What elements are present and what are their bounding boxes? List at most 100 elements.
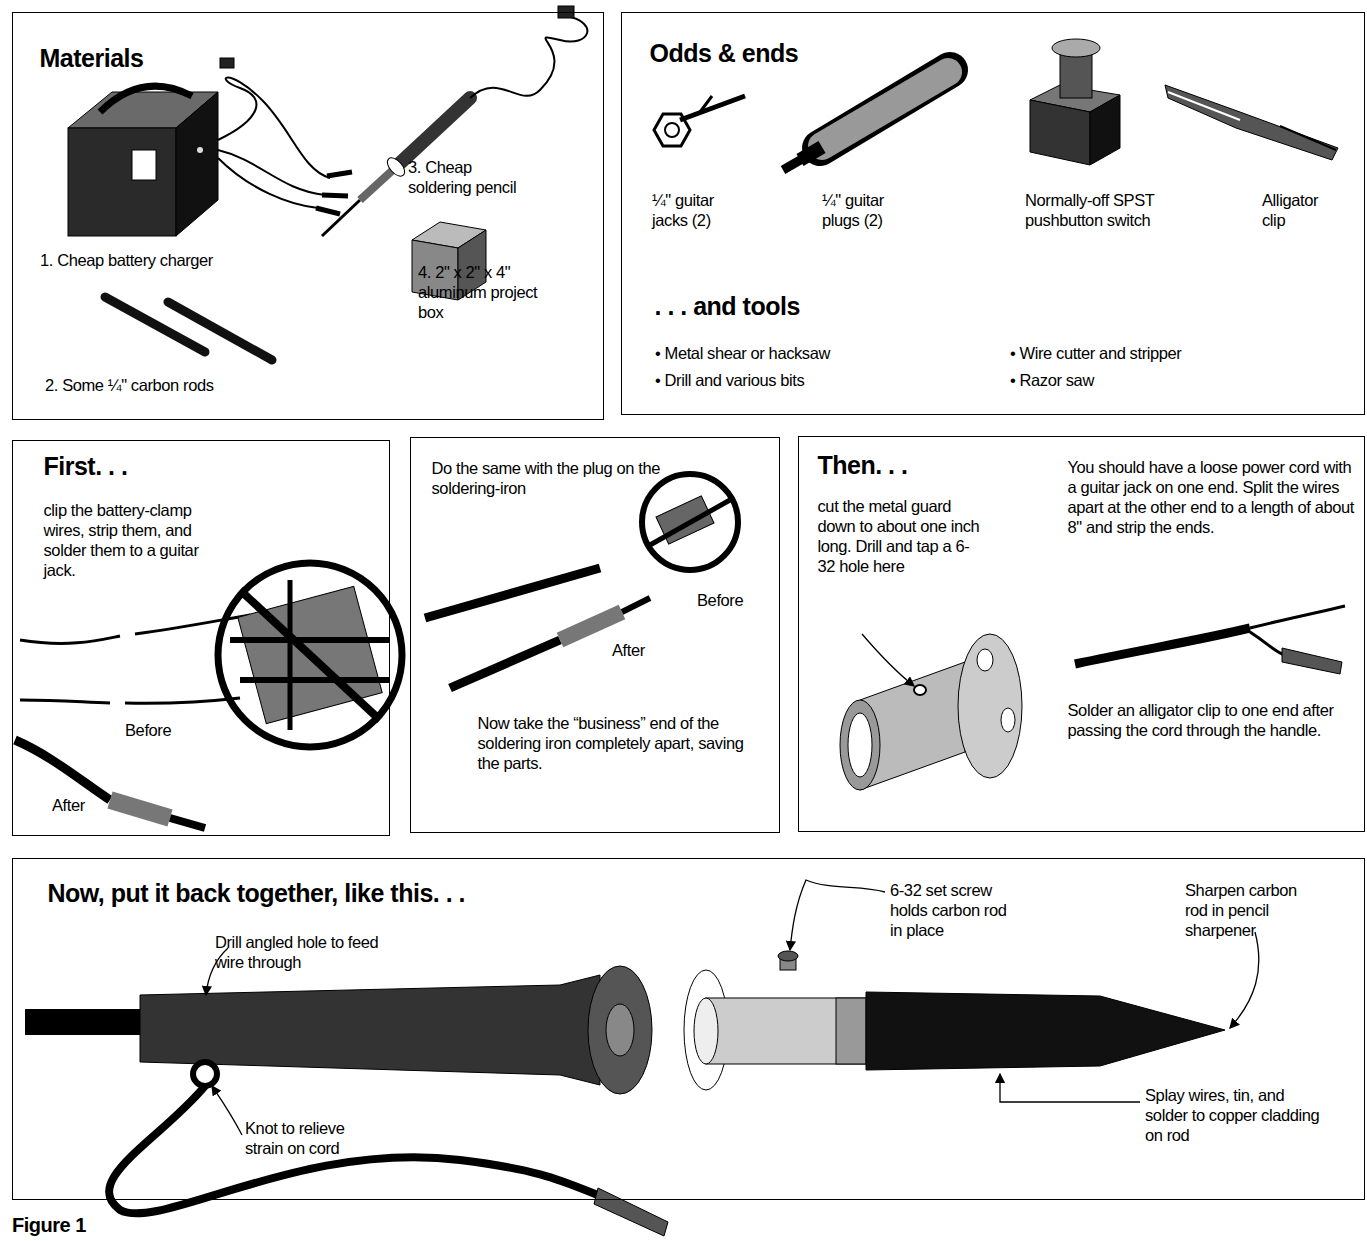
jack-wiring-part — [20, 700, 110, 703]
carbon-arc-pencil-part — [594, 1188, 668, 1236]
leader-lines-part — [212, 1086, 242, 1135]
part-label: ¼" guitar plugs (2) — [822, 190, 922, 230]
carbon-rods-part — [105, 297, 205, 352]
part-label: Before — [125, 720, 205, 740]
jack-wiring-part — [110, 800, 170, 818]
battery-charger-part — [218, 78, 330, 179]
alligator-clip-part — [1280, 126, 1336, 150]
panel: Do the same with the plug on the solderi… — [410, 437, 780, 833]
alligator-clip-part — [1168, 92, 1240, 120]
soldering-pencil-part — [360, 168, 395, 200]
metal-guard-part — [848, 713, 872, 777]
callout-note: 6-32 set screw holds carbon rod in place — [890, 880, 1010, 940]
carbon-arc-pencil-part — [109, 1086, 600, 1213]
panel-heading: Then. . . — [818, 452, 1018, 480]
power-cord — [1075, 606, 1345, 674]
jack-wiring-part — [240, 677, 390, 683]
carbon-arc-pencil-part — [836, 998, 866, 1064]
metal-guard-part — [977, 649, 993, 671]
metal-guard — [840, 634, 1022, 790]
part-label: After — [52, 795, 122, 815]
plug-wiring — [425, 474, 738, 688]
battery-charger-part — [100, 86, 192, 112]
jack-wiring — [15, 563, 402, 828]
carbon-arc-pencil-part — [140, 975, 600, 1085]
soldering-pencil-part — [384, 155, 408, 179]
part-label: After — [612, 640, 682, 660]
carbon-arc-pencil — [25, 951, 1225, 1236]
pushbutton-switch-part — [1052, 39, 1100, 57]
power-cord-part — [1250, 606, 1345, 628]
guitar-jack-part — [665, 123, 679, 137]
battery-charger-part — [316, 208, 340, 214]
jack-wiring-part — [230, 637, 390, 643]
leader-lines-part — [1000, 1074, 1140, 1102]
carbon-arc-pencil-part — [193, 1062, 217, 1086]
plug-wiring-part — [560, 612, 622, 640]
power-cord-part — [1250, 632, 1285, 655]
jack-wiring-part — [238, 586, 382, 723]
soldering-pencil-part — [398, 98, 470, 165]
part-label: Alligator clip — [1262, 190, 1337, 230]
panel-text: clip the battery-clamp wires, strip them… — [44, 500, 234, 581]
plug-wiring-part — [450, 640, 560, 688]
guitar-jack — [654, 96, 745, 146]
battery-charger-part — [68, 128, 176, 236]
panel-text: Solder an alligator clip to one end afte… — [1068, 700, 1363, 740]
guitar-plug-part — [822, 72, 948, 146]
metal-guard-part — [1001, 708, 1015, 732]
carbon-rods-part — [168, 302, 272, 360]
part-label: • Metal shear or hacksaw — [655, 343, 975, 363]
figure-caption: Figure 1 — [12, 1214, 312, 1236]
alligator-clip-part — [1165, 85, 1338, 160]
panel-text: cut the metal guard down to about one in… — [818, 496, 983, 577]
leader-lines-part — [862, 634, 914, 686]
guitar-plug — [783, 70, 950, 170]
callout-note: Drill angled hole to feed wire through — [215, 932, 395, 972]
panel-heading: Materials — [40, 45, 340, 73]
soldering-pencil-part — [470, 16, 587, 98]
part-label: 2. Some ¼" carbon rods — [45, 375, 285, 395]
carbon-rods — [105, 297, 272, 360]
metal-guard-part — [840, 700, 880, 790]
panel: Then. . . cut the metal guard down to abo… — [798, 436, 1365, 832]
battery-charger-part — [327, 172, 352, 176]
power-cord-part — [1075, 628, 1250, 664]
plug-wiring-part — [642, 474, 738, 570]
guitar-plug-part — [820, 70, 950, 148]
part-label: Before — [697, 590, 772, 610]
jack-wiring-part — [125, 698, 240, 703]
guitar-jack-part — [700, 96, 712, 112]
part-label: 1. Cheap battery charger — [40, 250, 280, 270]
battery-charger-part — [322, 195, 348, 196]
part-label: • Drill and various bits — [655, 370, 975, 390]
metal-guard-part — [958, 634, 1022, 778]
soldering-pencil — [322, 6, 587, 236]
part-label: • Razor saw — [1010, 370, 1330, 390]
alligator-clip — [1165, 85, 1338, 160]
part-label: ¼" guitar jacks (2) — [652, 190, 752, 230]
part-label: 3. Cheap soldering pencil — [408, 157, 523, 197]
soldering-pencil-part — [322, 200, 360, 236]
battery-charger-part — [176, 92, 218, 236]
part-label: • Wire cutter and stripper — [1010, 343, 1330, 363]
battery-charger-part — [218, 158, 318, 208]
callout-note: Knot to relieve strain on cord — [245, 1118, 375, 1158]
carbon-arc-pencil-part — [25, 1009, 150, 1035]
panel-heading: . . . and tools — [655, 293, 955, 321]
panel: Materials — [12, 12, 604, 420]
guitar-plug-part — [800, 147, 822, 160]
guitar-plug-part — [783, 159, 802, 170]
panel-heading: Now, put it back together, like this. . … — [48, 880, 648, 908]
part-label: Normally-off SPST pushbutton switch — [1025, 190, 1200, 230]
jack-wiring-part — [135, 615, 250, 634]
jack-wiring-part — [240, 590, 380, 720]
carbon-arc-pencil-part — [778, 951, 798, 961]
jack-wiring-part — [20, 636, 120, 643]
leader-lines-part — [1230, 932, 1259, 1028]
pushbutton-switch — [1030, 39, 1120, 165]
pushbutton-switch-part — [1030, 100, 1090, 165]
callout-note: Sharpen carbon rod in pencil sharpener — [1185, 880, 1315, 940]
jack-wiring-part — [170, 818, 205, 828]
